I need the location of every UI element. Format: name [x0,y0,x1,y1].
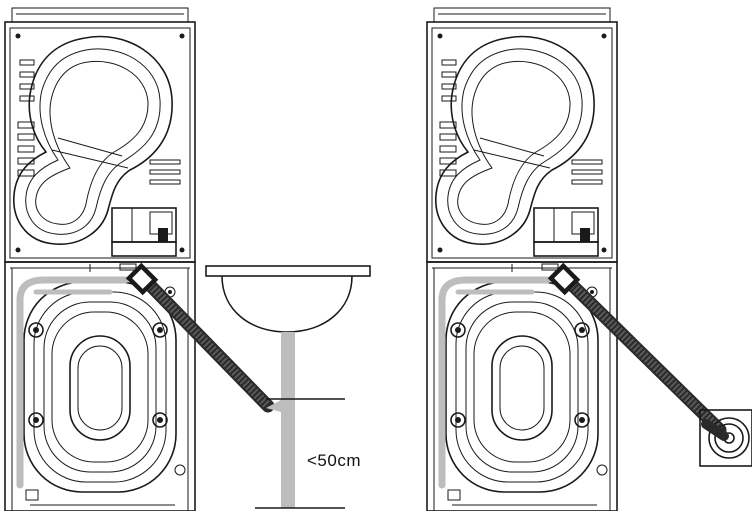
left-stacked-unit [5,8,275,511]
sink-icon [205,265,371,509]
right-stacked-unit [427,8,727,511]
left-drain-hose [125,262,275,413]
washer-machine-icon [427,8,617,511]
height-limit-label: <50cm [307,451,361,470]
wall-drain-icon [699,409,752,467]
dryer-machine-icon [5,8,195,511]
right-drain-hose [547,262,727,437]
